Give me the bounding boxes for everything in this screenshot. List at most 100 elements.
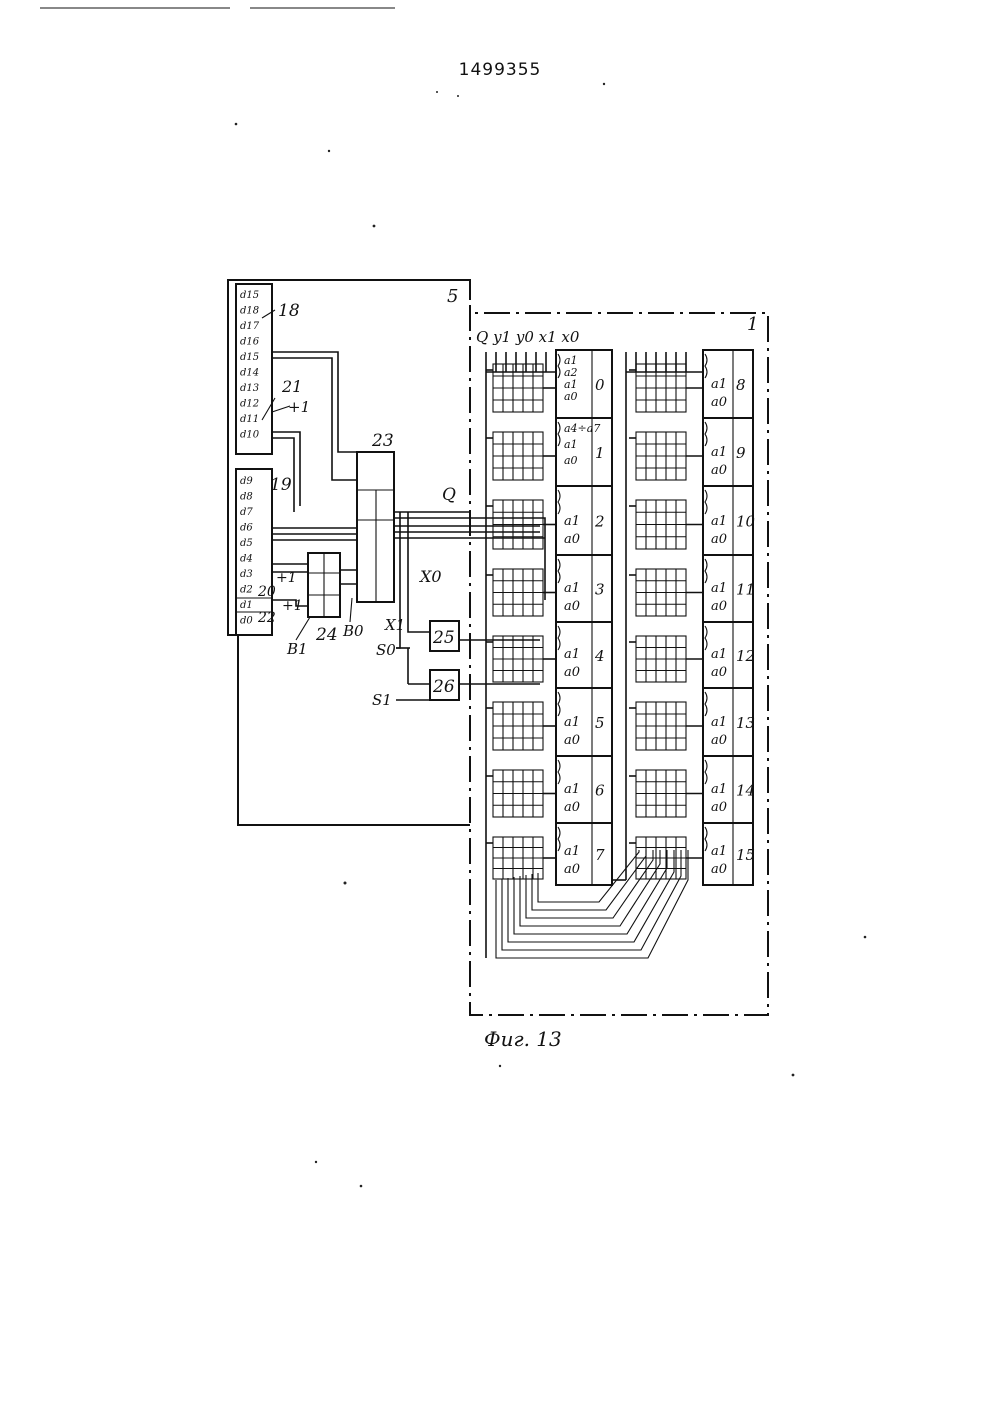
right-cell-12-pin-1: a0 xyxy=(711,665,727,680)
right-cell-11-brace xyxy=(705,559,707,583)
register-18-bit-5: d14 xyxy=(240,368,259,379)
label-b0: B0 xyxy=(342,622,364,640)
right-cell-10-brace xyxy=(705,490,707,514)
register-19-bits: d9 d8 d7 d6 d5 d4 d3 d2 d1 d0 xyxy=(240,476,253,627)
right-cell-15-number: 15 xyxy=(736,846,755,864)
right-cell-12-number: 12 xyxy=(736,647,755,665)
left-cell-2-pin-1: a0 xyxy=(564,532,580,547)
register-19-bit-3: d6 xyxy=(240,523,253,534)
b0-lead xyxy=(350,598,352,622)
left-cell-2-number: 2 xyxy=(594,513,605,531)
left-cell-column: a1a2a1a00a4÷a7a1a01a1a02a1a03a1a04a1a05a… xyxy=(486,350,612,885)
register-19-bit-2: d7 xyxy=(240,507,253,518)
left-cell-5-number: 5 xyxy=(595,714,605,732)
right-cell-10-pin-1: a0 xyxy=(711,532,727,547)
register-19-bit-7: d2 xyxy=(240,585,253,596)
register-18-bit-4: d15 xyxy=(240,352,259,363)
right-cell-13-pin-0: a1 xyxy=(711,715,727,730)
left-cell-5-brace xyxy=(558,692,560,716)
left-cell-5-pin-0: a1 xyxy=(564,715,580,730)
register-18-bit-7: d12 xyxy=(240,399,259,410)
unit-5-outline xyxy=(228,280,470,825)
right-cell-8-number: 8 xyxy=(736,376,746,394)
register-18-bits: d15d18d17d16d15d14d13d12d11d10 xyxy=(240,290,260,441)
left-cell-3-pin-1: a0 xyxy=(564,599,580,614)
header-input-labels: Q y1 y0 x1 x0 xyxy=(476,328,580,346)
left-cell-0-pin-3: a0 xyxy=(564,390,578,403)
right-cell-11-pin-0: a1 xyxy=(711,581,727,596)
register-19-bit-1: d8 xyxy=(240,492,253,503)
right-cell-10-pin-0: a1 xyxy=(711,514,727,529)
left-cell-1-pin-2: a0 xyxy=(564,454,578,467)
block-26-label: 26 xyxy=(432,677,455,697)
right-cell-column: a1a08a1a09a1a010a1a011a1a012a1a013a1a014… xyxy=(629,350,756,885)
right-cell-11-number: 11 xyxy=(736,581,755,599)
register-19-bit-5: d4 xyxy=(240,554,253,565)
left-cell-1-pin-1: a1 xyxy=(564,438,578,451)
left-cell-2-brace xyxy=(558,490,560,514)
register-18-bit-8: d11 xyxy=(240,414,259,425)
register-18-bit-1: d18 xyxy=(240,306,259,317)
b1-lead xyxy=(296,617,310,640)
left-cell-6-number: 6 xyxy=(595,782,605,800)
label-s1: S1 xyxy=(372,691,392,709)
device-1-label: 1 xyxy=(747,314,758,335)
right-cell-10-number: 10 xyxy=(736,513,756,531)
left-cell-3-number: 3 xyxy=(595,581,605,599)
label-20: 20 xyxy=(257,584,276,600)
register-18-bit-2: d17 xyxy=(240,321,260,332)
label-21: 21 xyxy=(281,377,302,396)
register-19-bit-4: d5 xyxy=(240,538,253,549)
label-x1: X1 xyxy=(384,616,405,634)
label-plus1-top: +1 xyxy=(288,398,310,416)
left-cell-4-pin-1: a0 xyxy=(564,665,580,680)
register-19-bit-9: d0 xyxy=(240,616,253,627)
left-cell-6-pin-0: a1 xyxy=(564,782,580,797)
label-s0: S0 xyxy=(376,641,396,659)
left-cell-7-brace xyxy=(558,827,560,851)
right-cell-13-brace xyxy=(705,692,707,716)
right-cell-15-brace xyxy=(705,827,707,851)
left-cell-0-brace xyxy=(558,354,560,378)
block-25-label: 25 xyxy=(432,628,455,648)
label-x0: X0 xyxy=(418,567,442,586)
right-cell-15-pin-1: a0 xyxy=(711,862,727,877)
return-line-3 xyxy=(514,850,667,934)
left-cell-5-pin-1: a0 xyxy=(564,733,580,748)
leader-21 xyxy=(262,398,275,420)
left-cell-6-brace xyxy=(558,760,560,784)
register-19-bit-8: d1 xyxy=(240,600,253,611)
left-cell-3-brace xyxy=(558,559,560,583)
return-line-6 xyxy=(532,850,646,910)
right-cell-14-number: 14 xyxy=(736,782,755,800)
right-cell-13-pin-1: a0 xyxy=(711,733,727,748)
block-24-label: 24 xyxy=(315,625,338,645)
left-cell-1-pin-0: a4÷a7 xyxy=(564,422,600,435)
right-cell-12-pin-0: a1 xyxy=(711,647,727,662)
right-cell-14-pin-0: a1 xyxy=(711,782,727,797)
register-18-leader xyxy=(262,310,275,318)
block-23-label: 23 xyxy=(371,431,394,451)
right-cell-8-brace xyxy=(705,354,707,378)
right-cell-9-pin-1: a0 xyxy=(711,463,727,478)
left-cell-7-pin-1: a0 xyxy=(564,862,580,877)
left-cell-1-brace xyxy=(558,422,560,446)
right-cell-12-brace xyxy=(705,626,707,650)
register-18-bit-0: d15 xyxy=(240,290,259,301)
register-19-bit-0: d9 xyxy=(240,476,253,487)
left-cell-7-pin-0: a1 xyxy=(564,844,580,859)
register-19-label: 19 xyxy=(270,475,292,495)
register-18-bit-6: d13 xyxy=(240,383,259,394)
left-cell-1-number: 1 xyxy=(595,444,605,462)
figure-caption: Фиг. 13 xyxy=(484,1027,562,1051)
left-cell-0-number: 0 xyxy=(595,376,605,394)
left-cell-4-number: 4 xyxy=(594,647,605,665)
register-18-bit-9: d10 xyxy=(240,430,260,441)
right-cell-9-number: 9 xyxy=(736,444,746,462)
right-cell-8-pin-1: a0 xyxy=(711,395,727,410)
label-b1: B1 xyxy=(286,640,308,658)
left-cell-6-pin-1: a0 xyxy=(564,800,580,815)
label-22: 22 xyxy=(257,610,276,626)
register-19-bit-6: d3 xyxy=(240,569,253,580)
